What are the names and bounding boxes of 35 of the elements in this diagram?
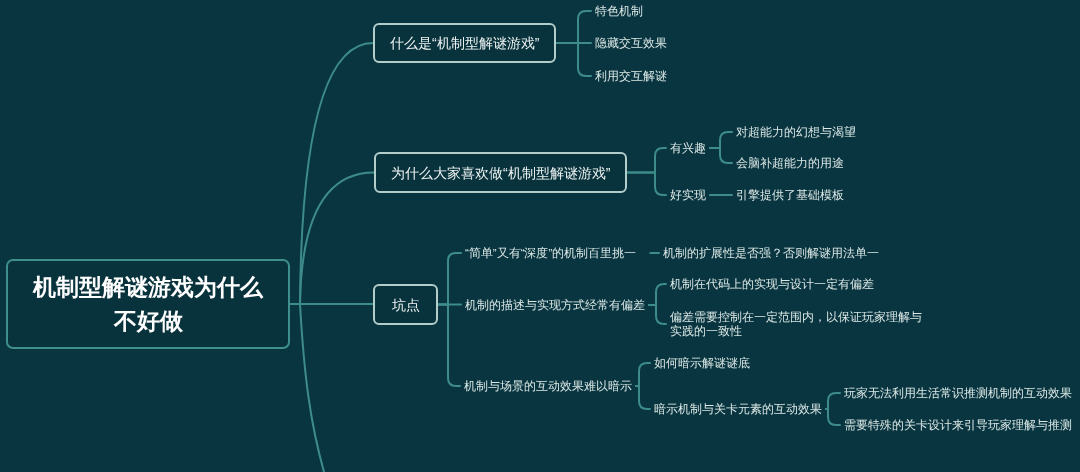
branch-label: 好实现	[670, 188, 706, 202]
branch-label: 引擎提供了基础模板	[736, 188, 844, 202]
connector-line	[555, 42, 592, 77]
central-topic-box	[6, 259, 290, 349]
topic-box	[373, 23, 557, 63]
branch-label: 机制与场景的互动效果难以暗示	[464, 379, 632, 393]
branch-label: 对超能力的幻想与渴望	[736, 125, 856, 139]
branch-label: “简单”又有“深度”的机制百里挑一	[465, 246, 637, 260]
branch-label: 需要特殊的关卡设计来引导玩家理解与推测	[844, 418, 1072, 432]
branch-label: 隐藏交互效果	[595, 36, 667, 50]
branch-label: 会脑补超能力的用途	[736, 156, 844, 170]
connector-line	[825, 408, 841, 426]
branch-label: 暗示机制与关卡元素的互动效果	[654, 402, 822, 416]
branch-label: 机制的扩展性是否强？否则解谜用法单一	[663, 246, 879, 260]
branch-label: 利用交互解谜	[595, 69, 667, 83]
connector-line	[709, 194, 733, 196]
branch-label: 机制在代码上的实现与设计一定有偏差	[670, 277, 874, 291]
branch-label: 特色机制	[595, 4, 643, 18]
connector-line	[648, 304, 667, 325]
topic-title: 为什么大家喜欢做“机制型解谜游戏”	[391, 163, 611, 182]
connector-line	[649, 252, 660, 254]
topic-box	[373, 284, 438, 325]
branch-label: 有兴趣	[670, 141, 706, 155]
connector-line	[709, 147, 733, 164]
topic-title: 坑点	[391, 295, 420, 314]
branch-label: 如何暗示解谜谜底	[654, 356, 750, 370]
branch-label: 玩家无法利用生活常识推测机制的互动效果	[844, 386, 1072, 400]
branch-label: 偏差需要控制在一定范围内，以保证玩家理解与实践的一致性	[670, 310, 923, 338]
topic-box	[374, 152, 628, 193]
topic-title: 什么是“机制型解谜游戏”	[390, 34, 540, 52]
connector-line	[626, 171, 667, 196]
connector-line	[825, 392, 841, 410]
central-topic-title: 机制型解谜游戏为什么不好做	[31, 273, 264, 336]
connector-line	[289, 303, 325, 472]
branch-label: 机制的描述与实现方式经常有偏差	[465, 298, 645, 312]
